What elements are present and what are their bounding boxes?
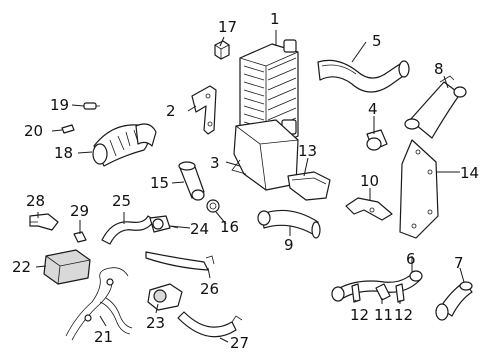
part-25-hose: [101, 215, 155, 245]
callout-21: 21: [94, 328, 113, 346]
part-11-bracket: [375, 283, 391, 301]
callout-26: 26: [200, 280, 219, 298]
callout-25: 25: [112, 192, 131, 210]
callout-10: 10: [360, 172, 379, 190]
part-17-sensor: [214, 40, 230, 60]
callout-3: 3: [210, 154, 220, 172]
callout-12-right: 12: [394, 306, 413, 324]
part-12-clamp-right: [395, 283, 405, 303]
part-21-hose-assembly: [65, 267, 133, 341]
part-16-o-ring: [206, 199, 220, 213]
part-23-pump: [147, 283, 183, 311]
callout-23: 23: [146, 314, 165, 332]
callout-18: 18: [54, 144, 73, 162]
part-22-module: [43, 249, 91, 285]
callout-13: 13: [298, 142, 317, 160]
callout-numbers: 1 2 3 4 5 6 7 8 9 10 11 12 12 13 14 15 1…: [12, 10, 479, 352]
callout-9: 9: [284, 236, 294, 254]
part-2-bracket: [191, 85, 217, 135]
part-29-connector: [73, 231, 87, 243]
leader-lines: [35, 30, 465, 343]
callout-1: 1: [270, 10, 280, 28]
part-20-clip: [61, 124, 75, 134]
callout-2: 2: [166, 102, 176, 120]
part-10-bracket: [345, 197, 393, 221]
part-12-clamp-left: [351, 283, 361, 303]
part-28-hose-fitting: [29, 213, 59, 231]
part-4-coupling: [366, 129, 388, 151]
part-19-fitting: [83, 102, 100, 110]
part-5-intake-pipe: [317, 59, 410, 93]
callout-20: 20: [24, 122, 43, 140]
callout-8: 8: [434, 60, 444, 78]
part-15-throttle-pipe: [178, 161, 205, 201]
callout-27: 27: [230, 334, 249, 352]
callout-5: 5: [372, 32, 382, 50]
part-9-curved-hose: [257, 209, 321, 239]
callout-11: 11: [374, 306, 393, 324]
part-13-heat-shield: [287, 171, 331, 201]
part-7-elbow-hose: [435, 281, 473, 321]
part-3-air-box: [231, 119, 299, 191]
callout-15: 15: [150, 174, 169, 192]
callout-17: 17: [218, 18, 237, 36]
callout-29: 29: [70, 202, 89, 220]
callout-22: 22: [12, 258, 31, 276]
part-24-valve: [149, 215, 179, 233]
callout-12-left: 12: [350, 306, 369, 324]
callout-28: 28: [26, 192, 45, 210]
part-27-hose: [177, 311, 243, 338]
callout-6: 6: [406, 250, 416, 268]
part-26-hose: [145, 251, 215, 271]
callout-14: 14: [460, 164, 479, 182]
part-6-charge-pipe: [331, 270, 423, 302]
callout-7: 7: [454, 254, 464, 272]
part-18-intake-hose: [92, 123, 157, 167]
part-8-duct: [404, 75, 467, 139]
callout-16: 16: [220, 218, 239, 236]
callout-4: 4: [368, 100, 378, 118]
part-14-shield-plate: [399, 139, 439, 239]
callout-24: 24: [190, 220, 209, 238]
callout-19: 19: [50, 96, 69, 114]
